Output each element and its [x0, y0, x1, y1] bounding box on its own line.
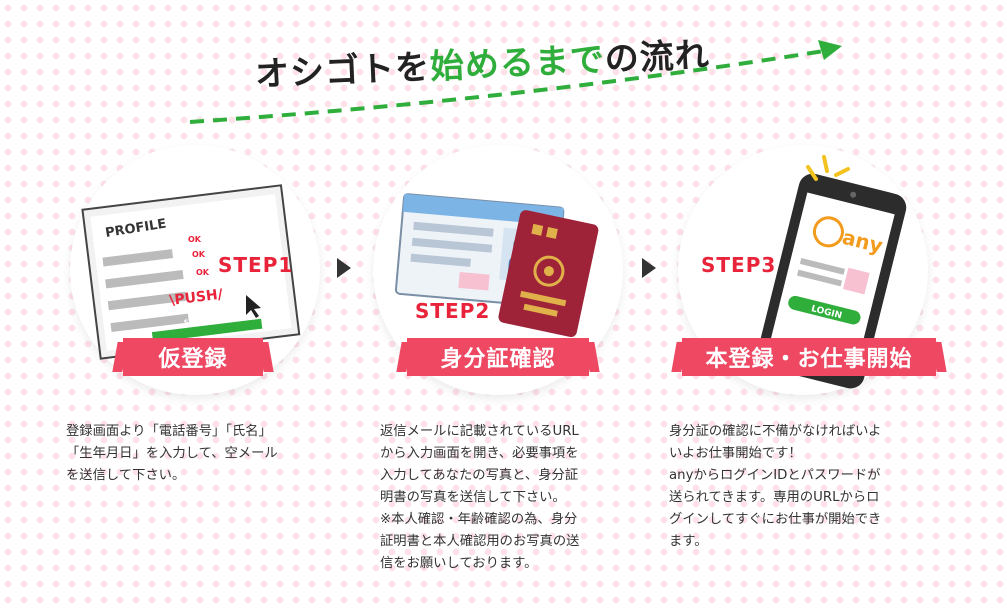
profile-form-illustration: PROFILE OK OK OK \PUSH/ START [81, 184, 301, 360]
flow-header: オシゴトを始めるまでの流れ [0, 0, 1007, 130]
step-arrow-icon [337, 258, 351, 278]
step-1-desc-line: 「生年月日」を入力して、空メール [66, 446, 278, 461]
step-arrow-icon [642, 258, 656, 278]
dashed-arrow-icon [189, 40, 842, 124]
title-highlight: 始めるまで [429, 39, 606, 88]
id-card-illustration [394, 193, 599, 338]
step-1-description: 登録画面より「電話番号」「氏名」 「生年月日」を入力して、空メール を送信して下… [66, 421, 336, 487]
step-2-desc-line: 信をお願いしております。 [380, 556, 538, 571]
step-3-tag: STEP3 [701, 253, 777, 277]
step-2-label: 身分証確認 [407, 338, 589, 376]
step-2-desc-line: 明書の写真を送信して下さい。 [380, 490, 566, 505]
smartphone-illustration: LOGIN any [757, 155, 907, 389]
ok-mark-2: OK [192, 250, 206, 259]
step-3-desc-line: ます。 [669, 534, 708, 549]
step-2-desc-line: 返信メールに記載されているURL [380, 424, 579, 439]
ok-mark-1: OK [188, 235, 202, 244]
step-2-desc-line: ※本人確認・年齢確認の為、身分 [380, 512, 578, 527]
step-1-label: 仮登録 [123, 338, 263, 376]
step-3-desc-line: グインしてすぐにお仕事が開始でき [669, 512, 882, 527]
step-1-desc-line: を送信して下さい。 [66, 468, 186, 483]
title-part-2: の流れ [603, 35, 711, 80]
title-part-1: オシゴトを [254, 47, 431, 95]
push-label: \PUSH/ [169, 286, 225, 309]
step-3-desc-line: 送られてきます。専用のURLからロ [669, 490, 880, 505]
step-1-tag: STEP1 [218, 253, 294, 277]
start-label: START [183, 316, 209, 327]
step-1-desc-line: 登録画面より「電話番号」「氏名」 [66, 424, 272, 439]
ok-mark-3: OK [196, 268, 210, 277]
step-3-desc-line: anyからログインIDとパスワードが [669, 468, 881, 483]
step-2-tag: STEP2 [415, 299, 491, 323]
step-3-label: 本登録・お仕事開始 [682, 338, 936, 376]
step-2-desc-line: から入力画面を開き、必要事項を [380, 446, 579, 461]
shine-icon [806, 155, 850, 181]
step-3-description: 身分証の確認に不備がなければいよ いよお仕事開始です！ anyからログインIDと… [669, 421, 939, 553]
step-2-desc-line: 証明書と本人確認用のお写真の送 [380, 534, 580, 549]
step-3-desc-line: 身分証の確認に不備がなければいよ [669, 424, 882, 439]
cursor-icon [246, 295, 261, 318]
step-2-desc-line: 入力してあなたの写真と、身分証 [380, 468, 579, 483]
step-2-description: 返信メールに記載されているURL から入力画面を開き、必要事項を 入力してあなた… [380, 421, 640, 575]
step-3-desc-line: いよお仕事開始です！ [669, 446, 802, 461]
